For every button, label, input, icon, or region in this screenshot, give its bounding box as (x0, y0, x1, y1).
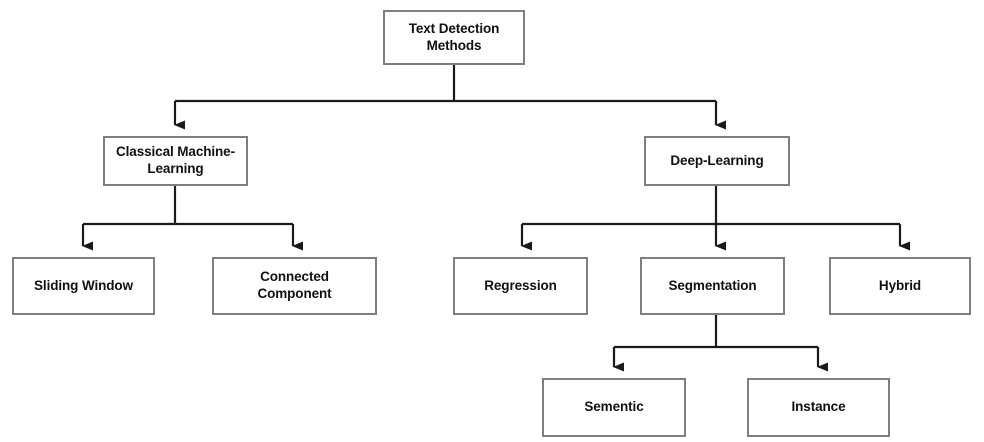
node-label: Regression (484, 277, 557, 293)
node-connected-component[interactable]: Connected Component (212, 257, 377, 315)
node-label: Instance (791, 399, 846, 415)
node-label: Sementic (584, 399, 644, 415)
node-deep-learning[interactable]: Deep-Learning (644, 136, 790, 186)
node-label: Connected Component (257, 269, 332, 301)
node-label: Deep-Learning (670, 152, 764, 168)
node-sliding-window[interactable]: Sliding Window (12, 257, 155, 315)
node-text-detection-methods[interactable]: Text Detection Methods (383, 10, 525, 65)
node-label: Sliding Window (34, 277, 133, 293)
node-hybrid[interactable]: Hybrid (829, 257, 971, 315)
node-regression[interactable]: Regression (453, 257, 588, 315)
node-instance[interactable]: Instance (747, 378, 890, 437)
node-label: Segmentation (668, 277, 757, 293)
node-sementic[interactable]: Sementic (542, 378, 686, 437)
node-segmentation[interactable]: Segmentation (640, 257, 785, 315)
node-label: Text Detection Methods (408, 20, 500, 53)
node-label: Classical Machine- Learning (115, 144, 235, 176)
node-label: Hybrid (878, 277, 922, 293)
node-classical-machine-learning[interactable]: Classical Machine- Learning (103, 136, 248, 186)
